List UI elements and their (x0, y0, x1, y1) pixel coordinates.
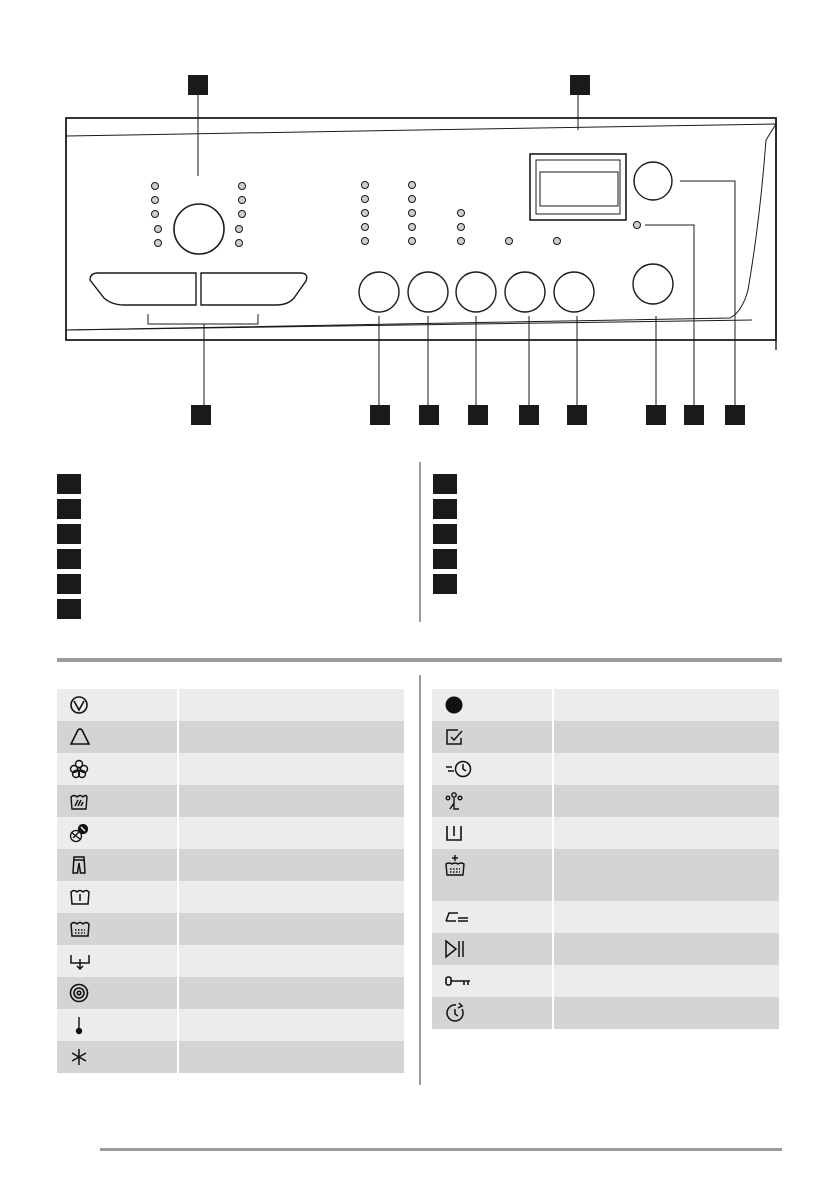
table-row (57, 785, 406, 817)
symbol-description (553, 817, 781, 849)
table-row (57, 817, 406, 849)
extra-rinse-icon (445, 855, 465, 876)
symbol-table-right (432, 689, 781, 1029)
table-row (57, 945, 406, 977)
drain-icon (70, 955, 90, 971)
symbol-description (178, 881, 406, 913)
section-rule (57, 658, 782, 662)
delicates-icon (69, 759, 89, 779)
symbol-description (178, 1009, 406, 1041)
table-row (57, 1009, 406, 1041)
delay-start-icon (446, 1002, 464, 1022)
easy-iron-icon (445, 912, 468, 922)
table-row (57, 1041, 406, 1073)
table-row (57, 977, 406, 1009)
key-marker (57, 574, 81, 594)
table-row (432, 785, 781, 817)
key-marker (433, 549, 457, 569)
table-row (432, 901, 781, 933)
symbol-description (553, 785, 781, 817)
symbol-description (553, 997, 781, 1029)
sport-icon (445, 792, 463, 810)
night-cycle-icon (445, 696, 463, 714)
control-panel-illustration (65, 75, 777, 425)
symbol-description (553, 933, 781, 965)
prewash-tub-icon (70, 921, 90, 937)
table-row (432, 753, 781, 785)
symbol-description (553, 901, 781, 933)
rinse-tub-icon (70, 889, 90, 905)
symbol-description (178, 849, 406, 881)
symbol-description (553, 965, 781, 997)
key-marker (57, 549, 81, 569)
main-wash-icon (446, 826, 462, 841)
symbol-description (553, 753, 781, 785)
symbol-description (553, 849, 781, 901)
table-row (57, 913, 406, 945)
symbol-description (178, 689, 406, 721)
synthetics-icon (69, 728, 91, 745)
table-row (57, 689, 406, 721)
footer-rule (100, 1148, 782, 1151)
key-marker (57, 524, 81, 544)
table-row (57, 849, 406, 881)
table-row (432, 849, 781, 901)
key-marker (57, 599, 81, 619)
table-row (432, 817, 781, 849)
table-divider (419, 675, 421, 1085)
table-row (432, 965, 781, 997)
table-row (432, 721, 781, 753)
handwash-wool-icon (70, 794, 88, 810)
key-marker (433, 499, 457, 519)
symbol-description (178, 753, 406, 785)
table-row (57, 881, 406, 913)
symbol-description (178, 913, 406, 945)
symbol-description (178, 977, 406, 1009)
table-row (57, 721, 406, 753)
start-pause-icon (445, 939, 464, 959)
key-marker (433, 524, 457, 544)
symbol-description (553, 721, 781, 753)
symbol-table-left (57, 689, 406, 1073)
table-row (57, 753, 406, 785)
key-marker (433, 574, 457, 594)
cold-icon (71, 1049, 87, 1065)
wool-ball-icon (69, 823, 89, 843)
key-marker (433, 474, 457, 494)
cotton-eco-icon (70, 696, 88, 714)
door-lock-icon (445, 976, 470, 986)
table-row (432, 689, 781, 721)
table-row (432, 997, 781, 1029)
symbol-description (178, 817, 406, 849)
key-marker (57, 499, 81, 519)
quick-time-icon (446, 760, 472, 778)
symbol-description (178, 785, 406, 817)
done-icon (446, 729, 463, 745)
temperature-icon (75, 1017, 83, 1035)
jeans-icon (72, 856, 86, 874)
symbol-description (178, 945, 406, 977)
symbol-description (553, 689, 781, 721)
table-row (432, 933, 781, 965)
symbol-description (178, 1041, 406, 1073)
symbol-description (178, 721, 406, 753)
spin-icon (69, 983, 89, 1003)
key-divider (419, 462, 421, 622)
key-marker (57, 474, 81, 494)
